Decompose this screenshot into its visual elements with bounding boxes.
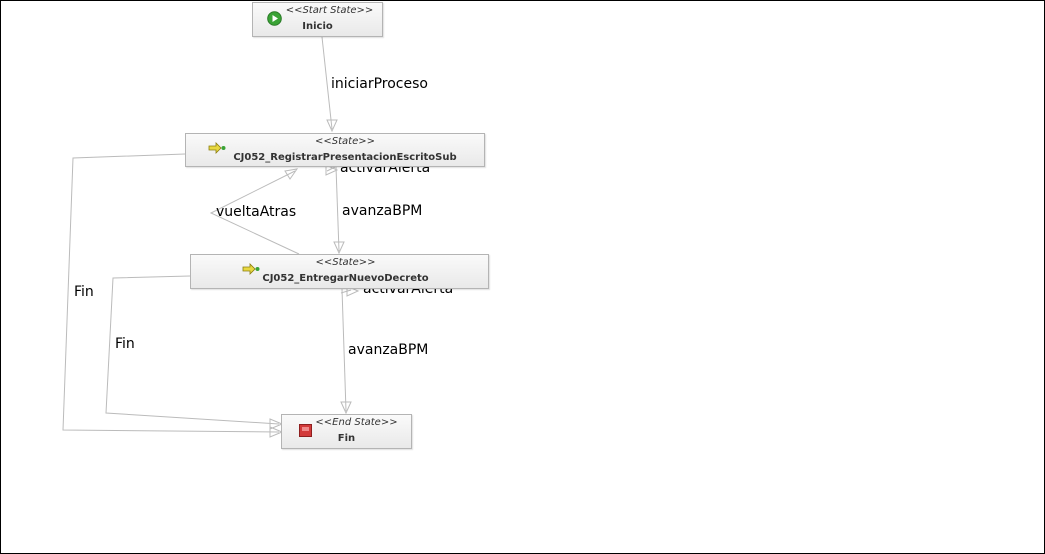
state-arrow-icon: [242, 263, 260, 275]
node-name: CJ052_RegistrarPresentacionEscritoSub: [233, 152, 457, 163]
edge-activar-alerta-1[interactable]: [326, 166, 336, 172]
label-fin-1[interactable]: Fin: [74, 284, 94, 300]
arrowhead: [269, 426, 284, 438]
edge-avanza-bpm-1[interactable]: [335, 166, 340, 252]
arrowhead: [269, 418, 284, 430]
node-name: Fin: [337, 433, 356, 444]
edge-fin-2[interactable]: [105, 275, 280, 425]
node-stereotype: <<State>>: [315, 257, 376, 268]
arrowhead: [284, 168, 299, 180]
arrowhead: [326, 119, 338, 133]
node-stereotype: <<Start State>>: [285, 5, 374, 16]
edge-fin-1[interactable]: [62, 153, 280, 433]
end-state-node[interactable]: <<End State>> Fin: [281, 414, 412, 449]
edge-activar-alerta-2[interactable]: [340, 289, 352, 294]
label-vuelta-atras[interactable]: vueltaAtras: [216, 204, 297, 220]
stop-icon: [299, 424, 312, 437]
edge-iniciar-proceso[interactable]: [321, 36, 333, 130]
edge-avanza-bpm-2[interactable]: [341, 288, 347, 412]
arrowhead: [325, 164, 339, 176]
node-name: CJ052_EntregarNuevoDecreto: [262, 273, 429, 284]
label-avanza-bpm-2[interactable]: avanzaBPM: [348, 342, 429, 358]
state-arrow-icon: [208, 142, 226, 154]
node-name: Inicio: [302, 21, 333, 32]
play-icon: [267, 11, 282, 26]
state-node-registrar[interactable]: <<State>> CJ052_RegistrarPresentacionEsc…: [185, 133, 485, 167]
start-state-node[interactable]: <<Start State>> Inicio: [252, 2, 383, 37]
edge-vuelta-atras[interactable]: [209, 170, 300, 255]
arrowhead: [340, 401, 352, 415]
node-stereotype: <<State>>: [315, 136, 375, 147]
label-fin-2[interactable]: Fin: [115, 336, 135, 352]
label-iniciar-proceso[interactable]: iniciarProceso: [331, 76, 428, 92]
label-avanza-bpm-1[interactable]: avanzaBPM: [342, 203, 423, 219]
node-stereotype: <<End State>>: [315, 417, 398, 428]
arrowhead: [333, 241, 345, 255]
state-node-entregar[interactable]: <<State>> CJ052_EntregarNuevoDecreto: [190, 254, 489, 289]
